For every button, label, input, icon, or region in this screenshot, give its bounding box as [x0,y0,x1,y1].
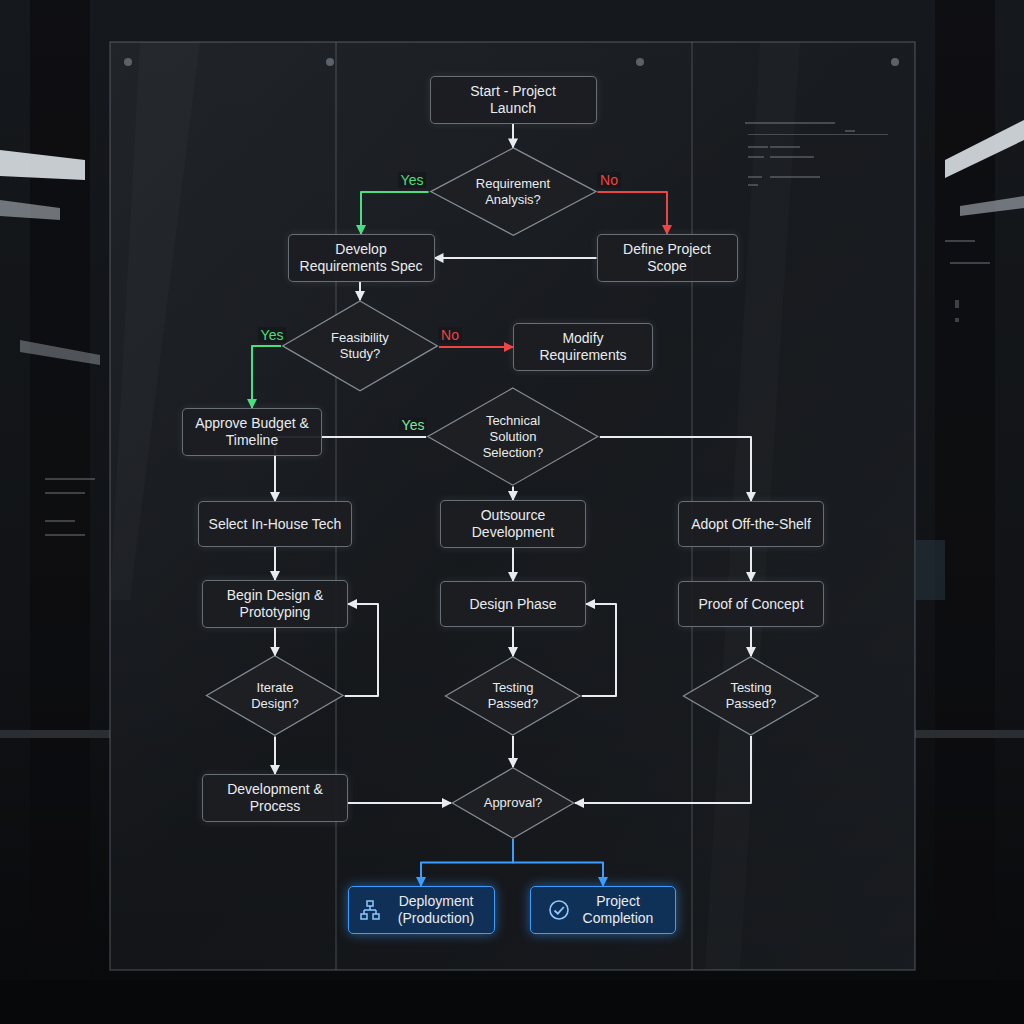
node-label: Adopt Off-the-Shelf [691,516,811,533]
node-text-group: Feasibility Study? [320,330,400,362]
node-text-group: Technical Solution Selection? [480,413,546,461]
node-label: Define Project Scope [612,241,722,275]
edge-label: Yes [398,172,427,188]
decision-diamond: Approval? [451,767,575,839]
process-box: Select In-House Tech [198,501,353,547]
flow-arrow [274,547,276,580]
node-text-group: Modify Requirements [533,330,633,364]
node-text-group: Requirement Analysis? [471,176,555,208]
node-label: Iterate Design? [244,680,306,712]
node-label: Begin Design & Prototyping [220,587,330,621]
node-text-group: Start - Project Launch [463,83,563,117]
decision-diamond: Feasibility Study? [281,300,439,392]
node-text-group: Select In-House Tech [209,516,342,533]
node-label: Testing Passed? [483,680,543,712]
terminal-box: Deployment (Production) [348,886,495,934]
flow-arrow [439,346,513,348]
flow-arrow [512,548,514,581]
node-text-group: Testing Passed? [483,680,543,712]
decision-diamond: Iterate Design? [205,655,345,736]
node-text-group: Approval? [484,795,543,811]
node-label: Approve Budget & Timeline [195,415,310,449]
process-box: Develop Requirements Spec [288,234,435,282]
flow-arrow [597,192,667,234]
flow-arrow [345,604,378,696]
node-text-group: Iterate Design? [244,680,306,712]
node-text-group: Adopt Off-the-Shelf [691,516,811,533]
node-label: Start - Project Launch [463,83,563,117]
process-box: Define Project Scope [597,234,738,282]
edge-label: No [597,172,621,188]
node-text-group: Development & Process [223,781,328,815]
flow-arrow [512,736,514,767]
node-label: Testing Passed? [721,680,781,712]
node-text-group: Testing Passed? [721,680,781,712]
flow-arrow [274,737,276,775]
node-text-group: Begin Design & Prototyping [220,587,330,621]
edge-label: Yes [399,417,428,433]
process-box: Modify Requirements [513,323,653,371]
node-label: Feasibility Study? [320,330,400,362]
process-box: Approve Budget & Timeline [182,408,322,456]
flow-arrow [435,257,597,259]
node-label: Development & Process [223,781,328,815]
node-label: Deployment (Production) [389,893,484,927]
process-box: Outsource Development [440,500,586,548]
process-box: Adopt Off-the-Shelf [678,501,824,547]
flow-arrow [348,802,451,804]
node-label: Select In-House Tech [209,516,342,533]
hierarchy-icon [359,899,381,921]
node-text-group: Proof of Concept [698,596,803,613]
decision-diamond: Technical Solution Selection? [426,387,600,486]
node-label: Requirement Analysis? [471,176,555,208]
flow-arrow [575,736,751,803]
node-label: Technical Solution Selection? [480,413,546,461]
flow-arrow [512,627,514,656]
check-icon [548,899,570,921]
process-box: Proof of Concept [678,581,824,627]
node-text-group: Approve Budget & Timeline [195,415,310,449]
node-label: Outsource Development [463,507,563,541]
node-text-group: Project Completion [578,893,658,927]
edge-label: Yes [258,327,287,343]
node-text-group: Deployment (Production) [389,893,484,927]
node-label: Proof of Concept [698,596,803,613]
process-box: Begin Design & Prototyping [202,580,348,628]
flow-arrow [750,547,752,581]
node-text-group: Define Project Scope [612,241,722,275]
flow-arrow [750,627,752,656]
node-text-group: Design Phase [469,596,556,613]
flow-arrow [512,124,514,147]
node-label: Develop Requirements Spec [299,241,424,275]
flow-arrow [274,628,276,656]
flow-arrow [512,487,514,500]
process-box: Design Phase [440,581,586,627]
flow-arrow [252,346,281,408]
node-label: Design Phase [469,596,556,613]
node-text-group: Outsource Development [463,507,563,541]
process-box: Start - Project Launch [430,76,597,124]
node-label: Project Completion [578,893,658,927]
node-label: Modify Requirements [533,330,633,364]
decision-diamond: Requirement Analysis? [429,147,598,236]
node-label: Approval? [484,795,543,811]
terminal-box: Project Completion [530,886,676,934]
flow-arrow [600,437,751,501]
flow-arrow [361,192,429,234]
process-box: Development & Process [202,774,348,822]
flow-arrow [513,839,603,886]
flow-arrow [421,839,513,886]
edge-label: No [438,327,462,343]
flow-arrow [359,282,361,300]
decision-diamond: Testing Passed? [444,656,581,736]
flow-arrow [582,604,616,696]
node-text-group: Develop Requirements Spec [299,241,424,275]
decision-diamond: Testing Passed? [682,656,819,736]
